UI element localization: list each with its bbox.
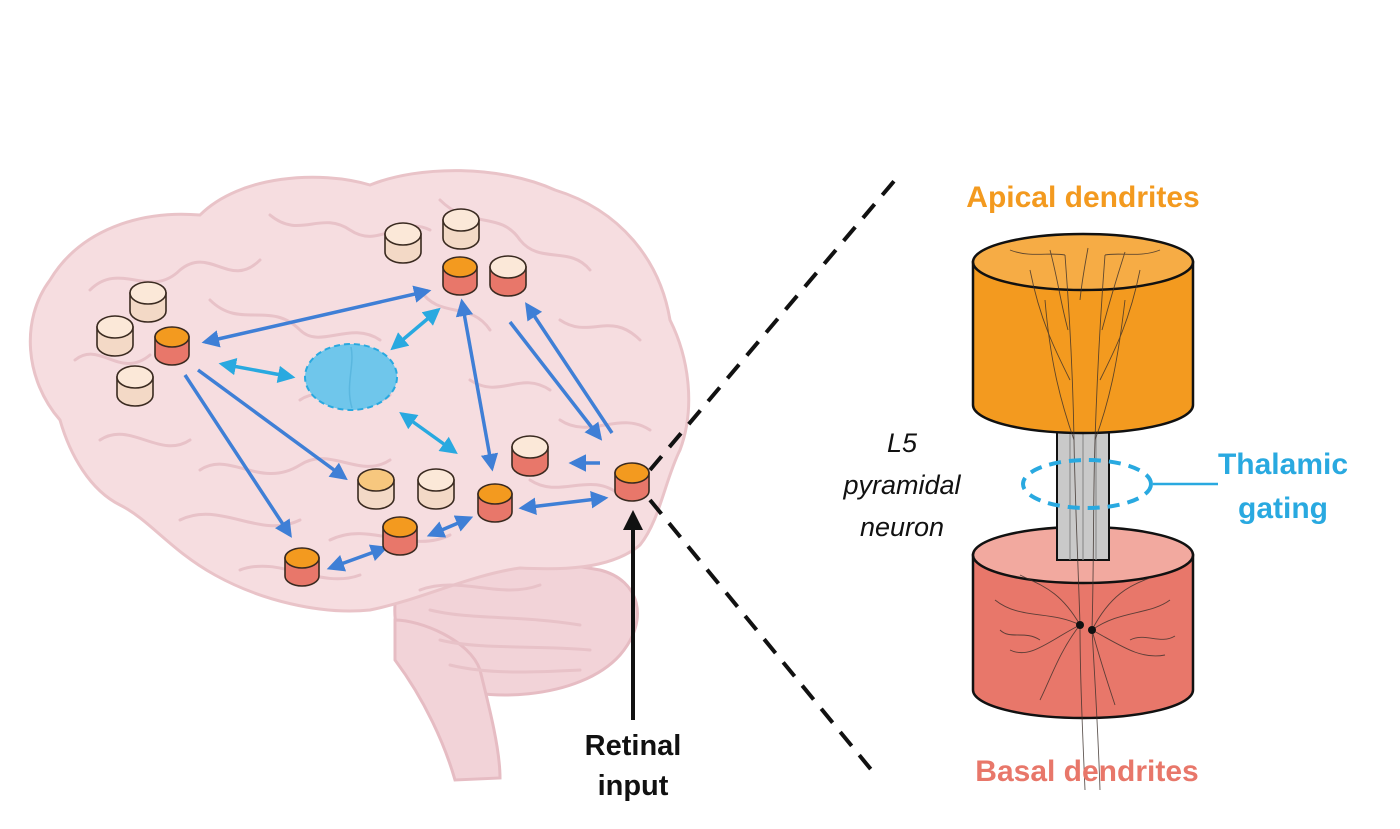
- node-inactive: [417, 468, 455, 510]
- arrow-occipital-down: [508, 320, 603, 441]
- arrow-v1-temporal: [518, 490, 609, 516]
- node-active-v1: [614, 462, 650, 502]
- node-active-temporal-b: [382, 516, 418, 556]
- arrow-temporal-low: [326, 544, 389, 572]
- arrow-thal-temporal: [399, 411, 458, 455]
- zoom-line-top: [648, 178, 897, 472]
- arrow-pfc-parietal: [201, 285, 432, 348]
- brainstem: [393, 618, 502, 782]
- arrow-parietal-temporal: [455, 298, 499, 472]
- node-active-temporal-a: [477, 483, 513, 523]
- node-inactive: [384, 222, 422, 264]
- label-neuron: neuron: [860, 512, 944, 542]
- node-active-parietal: [442, 256, 478, 296]
- node-active-temporal-c: [284, 547, 320, 587]
- thalamic-gating-ellipse: [1021, 458, 1153, 510]
- active-nodes: [154, 256, 650, 587]
- thalamus-midline: [348, 346, 353, 409]
- node-inactive: [116, 365, 154, 407]
- thalamus-ellipse: [304, 343, 398, 411]
- arrow-pfc-temporal1: [196, 368, 348, 481]
- node-inactive: [96, 315, 134, 357]
- arrow-thal-parietal: [390, 307, 441, 351]
- arrow-pfc-temporal2: [183, 374, 292, 538]
- label-retinal: Retinal: [585, 730, 682, 762]
- dendrite-tree: [994, 247, 1176, 791]
- label-thalamic: Thalamic: [1218, 448, 1348, 481]
- cortical-column-icon: [971, 232, 1218, 791]
- inactive-nodes: [96, 208, 549, 510]
- label-l5: L5: [887, 428, 918, 458]
- node-inactive: [129, 281, 167, 323]
- soma: [1088, 626, 1096, 634]
- connectivity-arrows: [183, 285, 614, 572]
- arrow-temporal-mid: [426, 515, 474, 538]
- label-basal-dendrites: Basal dendrites: [975, 755, 1198, 788]
- node-active-pfc: [154, 326, 190, 366]
- label-apical-dendrites: Apical dendrites: [966, 181, 1199, 214]
- label-input: input: [598, 770, 669, 802]
- node-inactive: [357, 468, 395, 510]
- soma: [1076, 621, 1084, 629]
- label-pyramidal: pyramidal: [842, 470, 961, 500]
- node-inactive: [511, 435, 549, 477]
- thalamic-arrows: [218, 307, 458, 455]
- arrow-occipital-up: [525, 302, 614, 434]
- label-gating: gating: [1238, 492, 1328, 525]
- node-inactive: [442, 208, 480, 250]
- apical-cylinder: [971, 232, 1195, 435]
- arrow-thal-pfc: [218, 357, 296, 384]
- node-inactive: [489, 255, 527, 297]
- zoom-line-bottom: [648, 498, 880, 780]
